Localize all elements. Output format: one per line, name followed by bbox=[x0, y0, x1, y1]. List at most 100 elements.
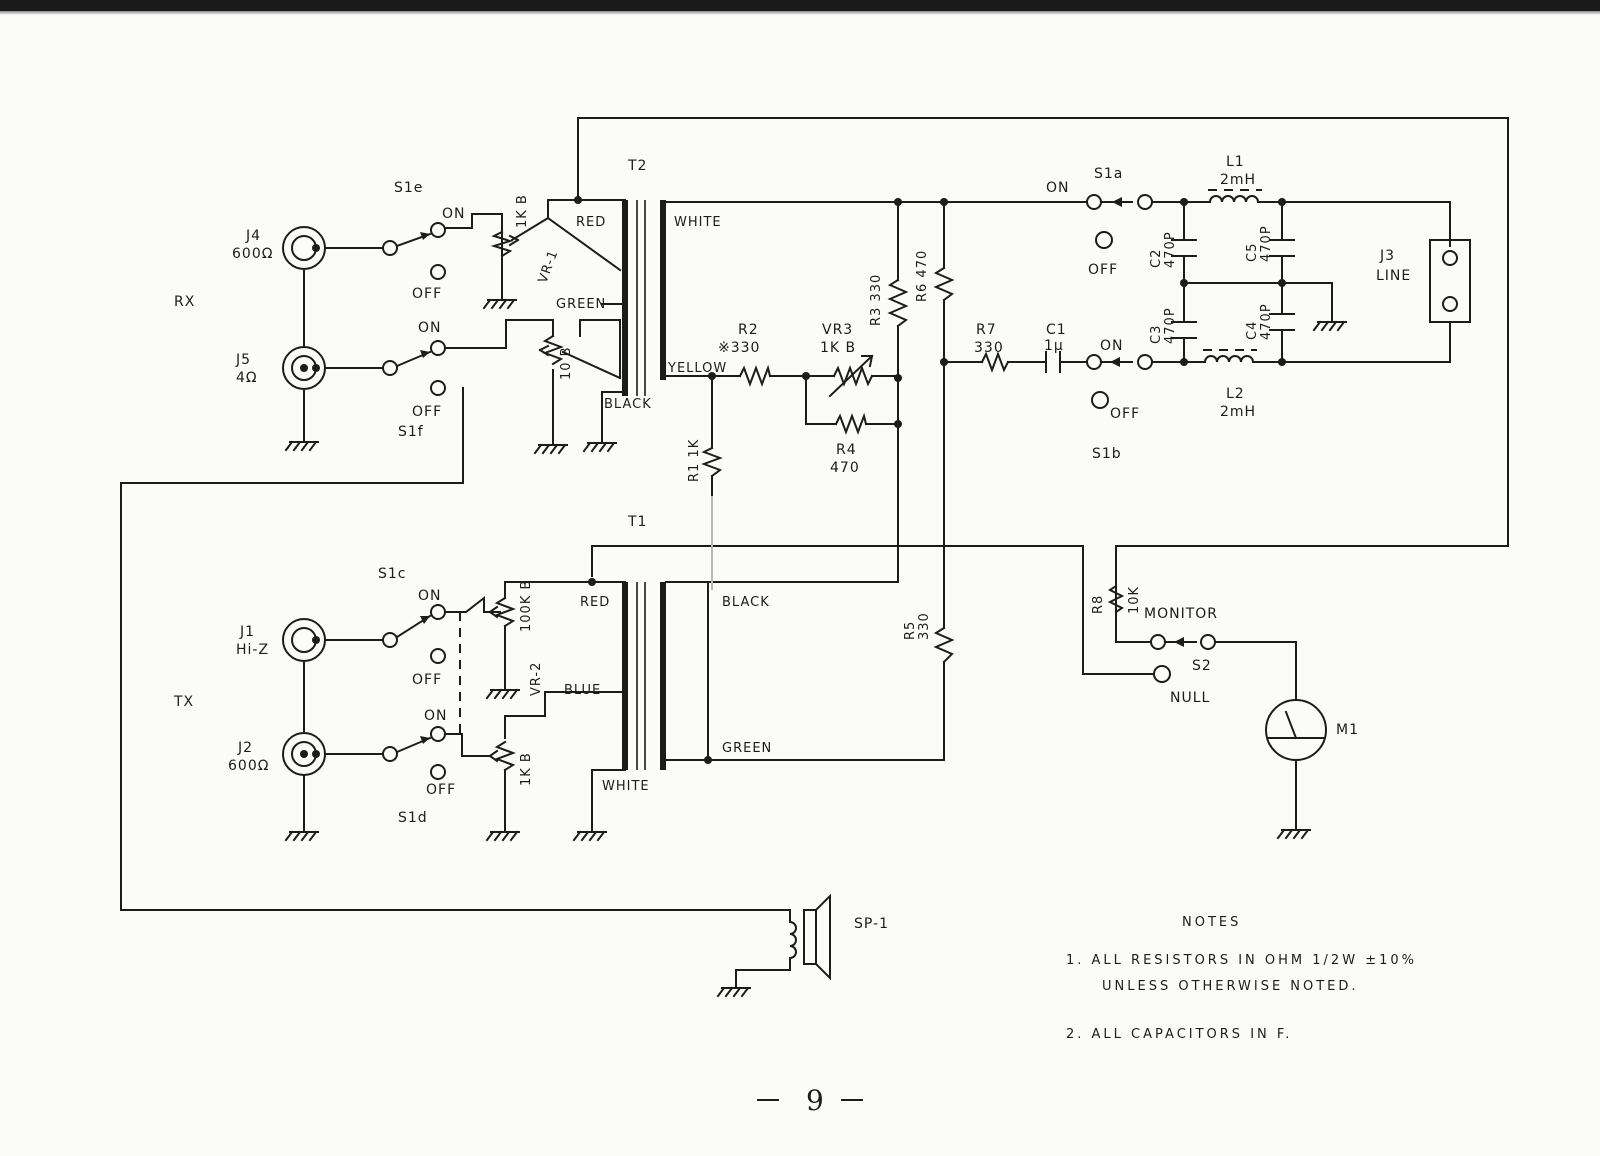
transformer-t2 bbox=[622, 200, 666, 396]
label-sp1: SP-1 bbox=[854, 916, 889, 932]
label-t2-red: RED bbox=[576, 215, 606, 230]
label-s1c: S1c bbox=[378, 566, 407, 582]
label-m1: M1 bbox=[1336, 722, 1359, 738]
label-vr1-top: 1K B bbox=[515, 194, 530, 228]
label-c2: C2 bbox=[1149, 249, 1164, 268]
label-s1d-on: ON bbox=[424, 708, 448, 724]
label-vr1: VR-1 bbox=[536, 248, 562, 285]
label-j2: J2 bbox=[237, 740, 253, 756]
label-s1e: S1e bbox=[394, 180, 423, 196]
page-number: 9 bbox=[757, 1084, 863, 1117]
jack-j2 bbox=[282, 732, 326, 776]
label-r6: R6 470 bbox=[915, 250, 930, 302]
label-s1b: S1b bbox=[1092, 446, 1122, 462]
label-r3: R3 330 bbox=[869, 274, 884, 326]
label-c5-value: 470P bbox=[1259, 225, 1274, 262]
label-r8-value: 10K bbox=[1127, 586, 1142, 614]
label-j1: J1 bbox=[239, 624, 255, 640]
speaker-sp1 bbox=[788, 893, 831, 981]
label-t1-green: GREEN bbox=[722, 741, 772, 756]
top-scan-edge bbox=[0, 0, 1600, 11]
label-c4-value: 470P bbox=[1259, 303, 1274, 340]
label-j5: J5 bbox=[235, 352, 251, 368]
jack-symbols bbox=[282, 226, 1471, 776]
label-r7: R7 bbox=[976, 322, 997, 338]
label-r7-value: 330 bbox=[974, 340, 1004, 356]
label-t2-black: BLACK bbox=[604, 397, 652, 412]
label-r2: R2 bbox=[738, 322, 759, 338]
jack-j5 bbox=[282, 346, 326, 390]
label-rx: RX bbox=[174, 294, 195, 310]
label-j4-value: 600Ω bbox=[232, 246, 273, 262]
label-s1a: S1a bbox=[1094, 166, 1123, 182]
label-vr2: VR-2 bbox=[529, 662, 544, 696]
wiring bbox=[120, 117, 1509, 987]
label-s1e-off: OFF bbox=[412, 286, 442, 302]
label-s1e-on: ON bbox=[442, 206, 466, 222]
label-vr2-bottom: 1K B bbox=[519, 752, 534, 786]
label-s2-null: NULL bbox=[1170, 690, 1210, 706]
label-r4-value: 470 bbox=[830, 460, 860, 476]
label-s1a-on: ON bbox=[1046, 180, 1070, 196]
label-c3: C3 bbox=[1149, 325, 1164, 344]
label-l2-value: 2mH bbox=[1220, 404, 1256, 420]
label-r5: R5 bbox=[903, 621, 918, 640]
label-s1f-off: OFF bbox=[412, 404, 442, 420]
label-vr3-value: 1K B bbox=[820, 340, 856, 356]
label-j5-value: 4Ω bbox=[236, 370, 258, 386]
jack-j4 bbox=[282, 226, 326, 270]
label-s1f-on: ON bbox=[418, 320, 442, 336]
label-s1d: S1d bbox=[398, 810, 428, 826]
jack-j1 bbox=[282, 618, 326, 662]
label-l1: L1 bbox=[1226, 154, 1245, 170]
label-s1a-off: OFF bbox=[1088, 262, 1118, 278]
label-r5-value: 330 bbox=[917, 612, 932, 640]
label-t2-green: GREEN bbox=[556, 297, 606, 312]
label-l1-value: 2mH bbox=[1220, 172, 1256, 188]
label-s2: S2 bbox=[1192, 658, 1212, 674]
jack-j3 bbox=[1429, 239, 1471, 323]
notes-line-1: 1. ALL RESISTORS IN OHM 1/2W ±10% bbox=[1066, 953, 1417, 968]
label-t1: T1 bbox=[627, 514, 647, 530]
meter-m1 bbox=[1265, 699, 1327, 761]
label-t1-white: WHITE bbox=[602, 779, 650, 794]
label-r4: R4 bbox=[836, 442, 857, 458]
label-tx: TX bbox=[173, 694, 194, 710]
label-s1b-on: ON bbox=[1100, 338, 1124, 354]
label-vr2-top: 100K B bbox=[519, 580, 534, 632]
capacitor-symbols bbox=[1045, 239, 1295, 373]
label-s1b-off: OFF bbox=[1110, 406, 1140, 422]
label-t1-blue: BLUE bbox=[564, 683, 601, 698]
label-t2: T2 bbox=[627, 158, 647, 174]
page-number-value: 9 bbox=[806, 1084, 824, 1117]
top-scan-shadow bbox=[0, 11, 1600, 15]
label-c2-value: 470P bbox=[1163, 231, 1178, 268]
inductor-symbols bbox=[1203, 189, 1262, 364]
label-c1: C1 bbox=[1046, 322, 1067, 338]
label-s2-monitor: MONITOR bbox=[1144, 606, 1218, 622]
label-c3-value: 470P bbox=[1163, 307, 1178, 344]
label-t1-black: BLACK bbox=[722, 595, 770, 610]
label-r1: R1 1K bbox=[687, 439, 702, 482]
label-t1-red: RED bbox=[580, 595, 610, 610]
label-c1-value: 1μ bbox=[1044, 338, 1064, 354]
label-s1d-off: OFF bbox=[426, 782, 456, 798]
label-c5: C5 bbox=[1245, 243, 1260, 262]
notes-heading: NOTES bbox=[1182, 915, 1241, 930]
label-j3-value: LINE bbox=[1376, 268, 1411, 284]
resistor-symbols bbox=[488, 230, 1125, 772]
label-s1f: S1f bbox=[398, 424, 424, 440]
label-j1-value: Hi-Z bbox=[236, 642, 269, 658]
label-s1c-on: ON bbox=[418, 588, 442, 604]
transformer-t1 bbox=[622, 582, 666, 770]
label-t2-white: WHITE bbox=[674, 215, 722, 230]
label-r2-value: ※330 bbox=[718, 340, 760, 356]
label-c4: C4 bbox=[1245, 321, 1260, 340]
switch-symbols bbox=[382, 194, 1216, 780]
label-l2: L2 bbox=[1226, 386, 1245, 402]
notes-line-2: UNLESS OTHERWISE NOTED. bbox=[1102, 979, 1359, 994]
label-vr3: VR3 bbox=[822, 322, 853, 338]
ground-symbols bbox=[284, 298, 1347, 998]
